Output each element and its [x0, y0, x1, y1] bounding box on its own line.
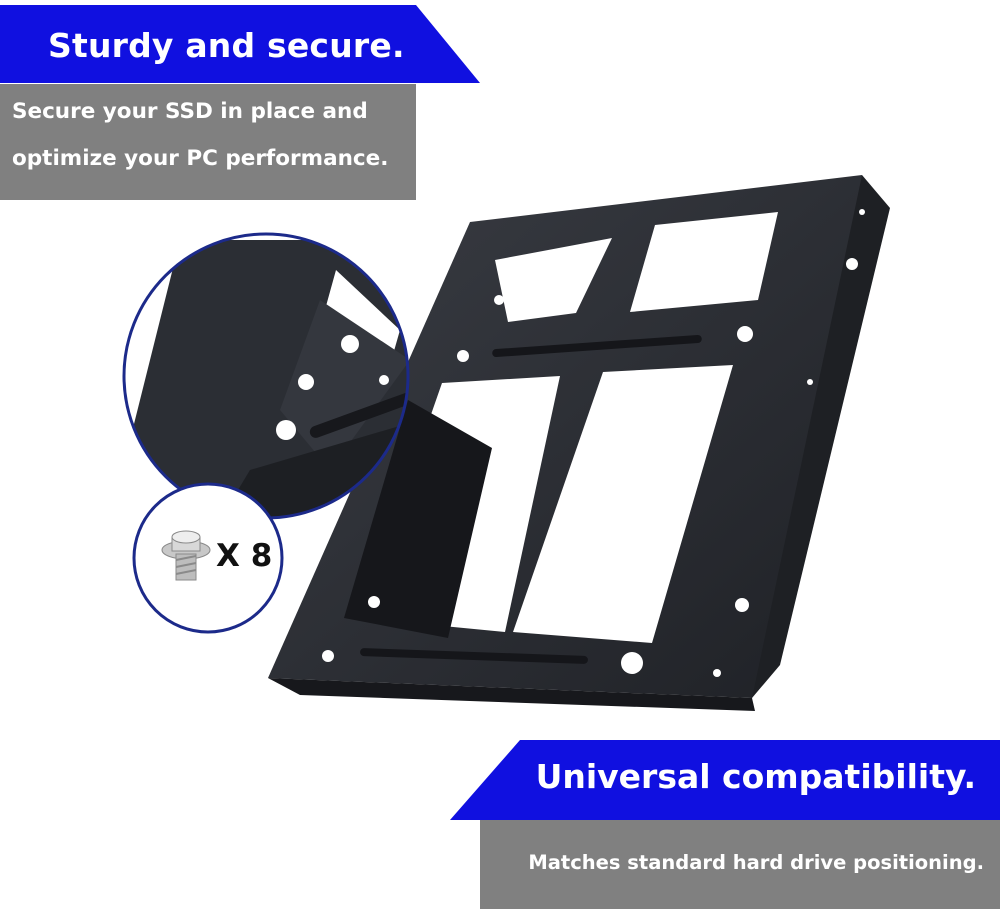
bottom-description-line-1: Matches standard hard drive positioning. — [528, 851, 984, 874]
top-description-line-1: Secure your SSD in place and — [12, 99, 368, 124]
top-banner-shape — [0, 5, 480, 83]
drive-bracket — [268, 175, 890, 711]
top-description-panel: Secure your SSD in place and optimize yo… — [0, 84, 416, 200]
screw-icon — [161, 530, 211, 581]
bottom-banner-title: Universal compatibility. — [535, 757, 976, 796]
screw-badge-circle — [132, 482, 284, 634]
top-banner: Sturdy and secure. — [0, 5, 480, 83]
bottom-banner: Universal compatibility. — [450, 740, 1000, 820]
bottom-banner-shape — [450, 740, 1000, 820]
top-description-line-2: optimize your PC performance. — [12, 146, 389, 171]
screw-count-badge: X 8 — [132, 482, 284, 634]
top-banner-title: Sturdy and secure. — [48, 26, 405, 65]
zoom-detail — [122, 232, 410, 520]
screw-count-label: X 8 — [216, 538, 273, 574]
bottom-description-panel: Matches standard hard drive positioning. — [480, 820, 1000, 909]
